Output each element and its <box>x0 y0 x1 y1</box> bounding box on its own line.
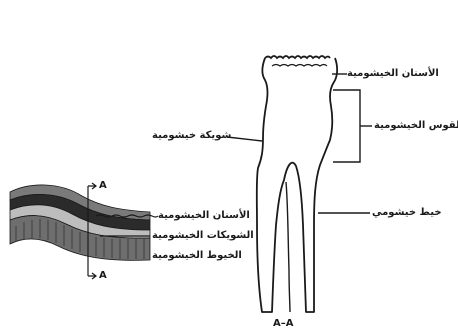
gill-teeth-crown-dots <box>272 65 327 67</box>
gill-arch-outline <box>257 58 337 312</box>
label-section-filaments: الخيوط الخيشومية <box>152 250 242 262</box>
label-spine: شويكة خيشومية <box>152 130 231 142</box>
filament-inner-line <box>286 182 290 312</box>
label-section-spines: الشويكات الخيشومية <box>152 230 254 242</box>
label-section-teeth: الأسنان الخيشومية <box>158 210 250 222</box>
section-cut-arrow-bottom <box>88 273 96 279</box>
label-filament: خيط خيشومي <box>372 207 442 219</box>
section-mark-bottom: A <box>99 270 107 282</box>
gill-teeth-crown <box>265 56 330 58</box>
section-caption: A–A <box>273 318 293 330</box>
label-arch: القوس الخيشومية <box>374 120 458 132</box>
section-mark-top: A <box>99 180 107 192</box>
label-teeth-top: الأسنان الخيشومية <box>347 68 439 80</box>
arch-bracket <box>333 90 360 162</box>
leader-spine <box>227 137 262 141</box>
section-cut-arrow-top <box>88 183 96 189</box>
